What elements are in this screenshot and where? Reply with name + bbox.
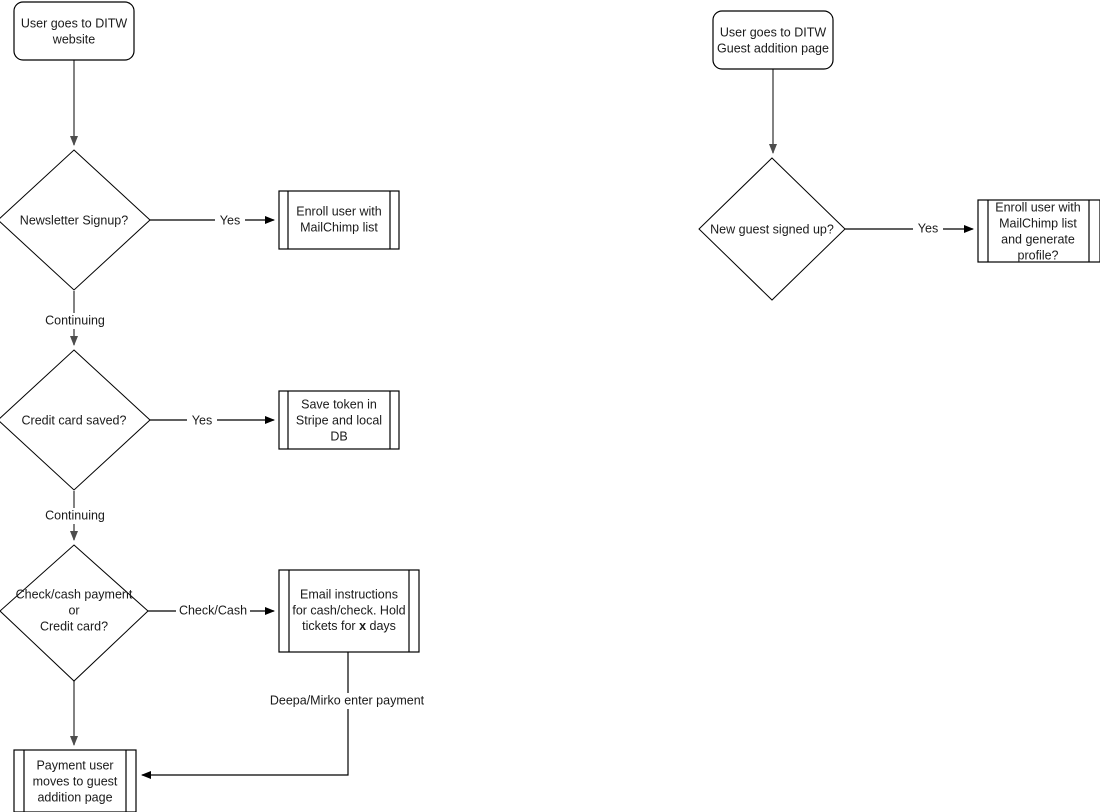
- start-guest-page-line-1: User goes to DITW: [720, 25, 826, 39]
- credit-card-decision-shape: [0, 349, 151, 491]
- edge-label-creditcard-yes-bg: [187, 413, 217, 429]
- edge-label-check-cash-bg: [176, 603, 250, 619]
- payment-user-moves-line-2: moves to guest: [33, 774, 118, 788]
- enroll-mailchimp-line-2: MailChimp list: [300, 220, 378, 234]
- email-instructions-line-3-post: days: [366, 619, 396, 633]
- payment-type-line-2: or: [68, 603, 79, 617]
- edge-label-deepa-mirko-bg: [268, 693, 426, 709]
- node-enroll-mailchimp[interactable]: Enroll user with MailChimp list: [278, 190, 400, 250]
- edge-label-check-cash-text: Check/Cash: [179, 603, 247, 617]
- edge-label-newsletter-yes-text: Yes: [220, 213, 240, 227]
- email-instructions-line-3-pre: tickets for: [302, 619, 359, 633]
- email-instructions-line-1: Email instructions: [300, 587, 398, 601]
- newsletter-decision-shape: [0, 149, 151, 291]
- newsletter-decision-label: Newsletter Signup?: [20, 213, 128, 227]
- payment-type-decision-shape: [0, 544, 149, 682]
- edge-label-newguest-yes-text: Yes: [918, 221, 938, 235]
- save-token-line-2: Stripe and local: [296, 413, 382, 427]
- edge-label-newsletter-yes-bg: [215, 212, 245, 228]
- start-website-line-1: User goes to DITW: [21, 16, 127, 30]
- email-instructions-shape: [278, 569, 420, 653]
- node-start-guest-page[interactable]: User goes to DITW Guest addition page: [712, 10, 834, 70]
- save-token-line-1: Save token in: [301, 397, 377, 411]
- enroll-profile-line-3: and generate: [1001, 232, 1075, 246]
- payment-type-line-3: Credit card?: [40, 619, 108, 633]
- enroll-profile-shape: [977, 199, 1100, 263]
- email-instructions-line-2: for cash/check. Hold: [292, 603, 405, 617]
- node-newsletter-decision[interactable]: Newsletter Signup?: [0, 149, 151, 291]
- node-payment-type-decision[interactable]: Check/cash payment or Credit card?: [0, 544, 149, 682]
- node-email-instructions[interactable]: Email instructions for cash/check. Hold …: [278, 569, 420, 653]
- edge-label-newguest-yes: Yes: [913, 221, 943, 237]
- enroll-profile-line-2: MailChimp list: [999, 216, 1077, 230]
- start-guest-page-line-2: Guest addition page: [717, 41, 829, 55]
- save-token-line-3: DB: [330, 429, 347, 443]
- start-guest-page-shape: [712, 10, 834, 70]
- edge-label-check-cash: Check/Cash: [176, 603, 250, 619]
- edge-label-newsletter-continuing-text: Continuing: [45, 313, 105, 327]
- node-enroll-mailchimp-profile[interactable]: Enroll user with MailChimp list and gene…: [977, 199, 1100, 263]
- email-instructions-line-3: tickets for x days: [302, 619, 396, 633]
- node-payment-user-moves[interactable]: Payment user moves to guest addition pag…: [13, 749, 137, 812]
- edge-label-newguest-yes-bg: [913, 221, 943, 237]
- enroll-mailchimp-line-1: Enroll user with: [296, 204, 381, 218]
- new-guest-decision-shape: [698, 157, 846, 301]
- edge-label-deepa-mirko-text: Deepa/Mirko enter payment: [270, 693, 425, 707]
- edge-label-newsletter-continuing-bg: [40, 313, 110, 329]
- node-credit-card-decision[interactable]: Credit card saved?: [0, 349, 151, 491]
- edge-label-newsletter-continuing: Continuing: [40, 313, 110, 329]
- edge-label-creditcard-continuing-text: Continuing: [45, 508, 105, 522]
- edge-label-newsletter-yes: Yes: [215, 212, 245, 228]
- node-save-token[interactable]: Save token in Stripe and local DB: [278, 390, 400, 450]
- new-guest-decision-label: New guest signed up?: [710, 222, 834, 236]
- start-website-shape: [13, 1, 135, 61]
- email-instructions-bold-x: x: [359, 619, 366, 633]
- payment-type-line-1: Check/cash payment: [16, 587, 133, 601]
- credit-card-decision-label: Credit card saved?: [22, 413, 127, 427]
- node-start-website[interactable]: User goes to DITW website: [13, 1, 135, 61]
- payment-user-moves-line-1: Payment user: [36, 758, 113, 772]
- payment-user-moves-shape: [13, 749, 137, 812]
- connector-deepa-mirko: [141, 652, 349, 779]
- node-new-guest-decision[interactable]: New guest signed up?: [698, 157, 846, 301]
- edge-label-creditcard-continuing: Continuing: [40, 508, 110, 524]
- payment-user-moves-line-3: addition page: [37, 790, 112, 804]
- edge-label-deepa-mirko: Deepa/Mirko enter payment: [268, 693, 426, 709]
- enroll-mailchimp-shape: [278, 190, 400, 250]
- edge-label-creditcard-continuing-bg: [40, 508, 110, 524]
- enroll-profile-line-1: Enroll user with: [995, 200, 1080, 214]
- edge-label-creditcard-yes: Yes: [187, 413, 217, 429]
- start-website-line-2: website: [52, 32, 95, 46]
- enroll-profile-line-4: profile?: [1018, 248, 1059, 262]
- edge-label-creditcard-yes-text: Yes: [192, 413, 212, 427]
- save-token-shape: [278, 390, 400, 450]
